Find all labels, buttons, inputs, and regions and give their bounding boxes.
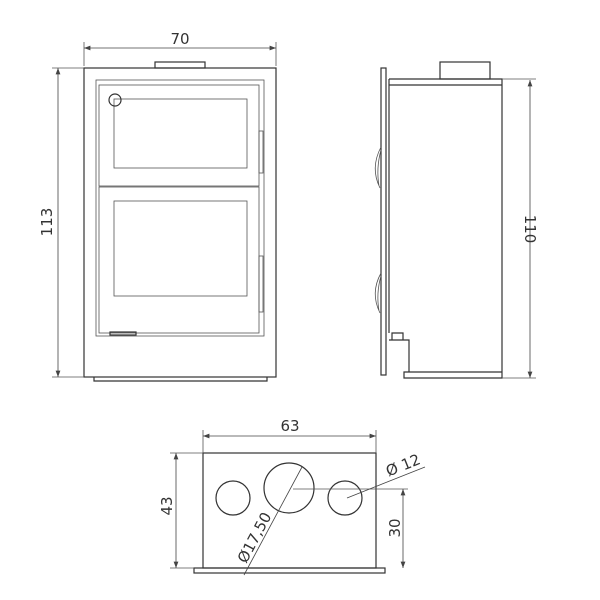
front-view: 70 113 — [38, 30, 277, 382]
large-diameter-leader — [243, 466, 303, 576]
front-height-label: 113 — [38, 208, 56, 237]
side-view: 110 — [374, 61, 539, 379]
side-height-label: 110 — [521, 215, 539, 244]
flue-outlet — [263, 462, 315, 514]
lower-door-glass — [113, 200, 248, 297]
door-knob — [108, 93, 122, 107]
rear-view: 63 43 30 Ø 12 Ø17,50 — [158, 417, 426, 576]
large-outlet-diameter-label: Ø17,50 — [234, 509, 276, 566]
ash-slide — [109, 331, 137, 336]
right-outlet — [327, 480, 363, 516]
front-base — [93, 377, 268, 382]
ash-drawer-profile — [389, 332, 410, 372]
front-panel — [380, 67, 387, 376]
upper-door — [98, 84, 260, 187]
rear-body-outline — [202, 452, 377, 569]
rear-width-label: 63 — [280, 417, 299, 435]
lower-door — [98, 186, 260, 334]
small-diameter-leader — [346, 466, 426, 499]
flue-collar — [154, 61, 206, 69]
side-body-outline — [388, 78, 503, 379]
rear-base — [193, 567, 386, 574]
upper-handle — [374, 146, 382, 189]
lower-hinge — [258, 255, 264, 313]
front-width-label: 70 — [170, 30, 189, 48]
lower-handle — [374, 272, 382, 314]
door-frame — [95, 79, 265, 337]
left-outlet — [215, 480, 251, 516]
rear-height-label: 43 — [158, 496, 176, 515]
upper-hinge — [258, 130, 264, 174]
upper-door-glass — [113, 98, 248, 169]
outlet-height-label: 30 — [386, 518, 404, 537]
side-flue-collar — [439, 61, 491, 80]
